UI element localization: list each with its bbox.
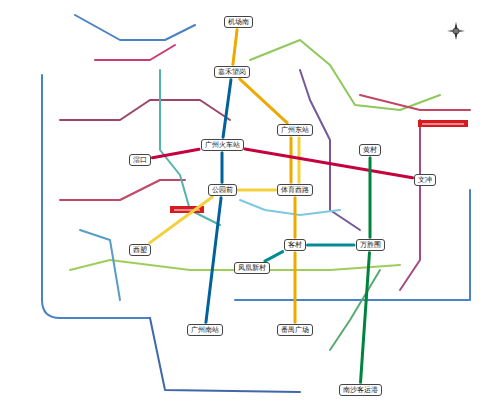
metro-line — [330, 270, 380, 350]
metro-line — [60, 180, 185, 200]
metro-line-segment — [294, 198, 297, 238]
station-name: 黄村 — [363, 146, 377, 154]
station-label: 体育西路 — [277, 184, 313, 196]
station-name: 滘口 — [133, 156, 147, 164]
metro-line-segment — [361, 253, 370, 383]
metro-line-segment — [369, 158, 372, 238]
station-name: 广州火车站 — [205, 141, 240, 149]
metro-line-segment — [238, 188, 276, 191]
station-name: 体育西路 — [281, 186, 309, 194]
metro-line — [360, 95, 470, 110]
station-name: 广州南站 — [191, 326, 219, 334]
station-label: 黄村 — [359, 144, 381, 156]
metro-line — [95, 45, 175, 60]
station-label: 番禺广场 — [277, 324, 313, 336]
metro-line — [75, 15, 195, 40]
station-name: 公园前 — [212, 186, 233, 194]
metro-line-segment — [240, 79, 287, 123]
station-name: 凤凰新村 — [238, 264, 266, 272]
station-name: 万胜围 — [360, 241, 381, 249]
metro-line — [400, 120, 420, 290]
metro-line — [300, 70, 360, 230]
station-name: 广州东站 — [281, 126, 309, 134]
compass-symbol — [447, 22, 465, 40]
station-label: 滘口 — [129, 154, 151, 166]
station-label: 南沙客运港 — [339, 384, 382, 396]
metro-line — [240, 200, 340, 215]
metro-line-segment — [152, 149, 199, 158]
station-label: 广州火车站 — [201, 139, 244, 151]
metro-line — [235, 190, 470, 300]
station-label: 文冲 — [414, 174, 436, 186]
metro-line-segment — [233, 30, 237, 65]
station-label: 西塑 — [129, 244, 151, 256]
station-label: 凤凰新村 — [234, 262, 270, 274]
metro-line-segment — [298, 138, 301, 183]
metro-line-segment — [221, 153, 224, 183]
metro-line — [250, 40, 440, 110]
metro-line — [60, 100, 230, 120]
station-name: 客村 — [288, 241, 302, 249]
metro-line-segment — [245, 149, 413, 178]
station-label: 客村 — [284, 239, 306, 251]
station-label: 广州南站 — [187, 324, 223, 336]
station-name: 番禺广场 — [281, 326, 309, 334]
metro-line-segment — [290, 138, 293, 183]
metro-line-segment — [223, 80, 231, 138]
metro-line-segment — [206, 198, 221, 323]
station-label: 广州东站 — [277, 124, 313, 136]
callout-banner — [422, 124, 464, 125]
callout-banner — [418, 120, 468, 127]
station-name: 文冲 — [418, 176, 432, 184]
station-label: 机场南 — [224, 16, 253, 28]
station-label: 万胜围 — [356, 239, 385, 251]
metro-line-segment — [308, 243, 355, 246]
metro-line-segment — [294, 253, 297, 323]
station-name: 西塑 — [133, 246, 147, 254]
station-name: 嘉禾望岗 — [218, 68, 246, 76]
metro-line-segment — [265, 252, 283, 262]
station-name: 机场南 — [228, 18, 249, 26]
station-label: 公园前 — [208, 184, 237, 196]
metro-line — [80, 230, 120, 300]
station-label: 嘉禾望岗 — [214, 66, 250, 78]
metro-line-segment — [150, 197, 213, 243]
station-name: 南沙客运港 — [343, 386, 378, 394]
